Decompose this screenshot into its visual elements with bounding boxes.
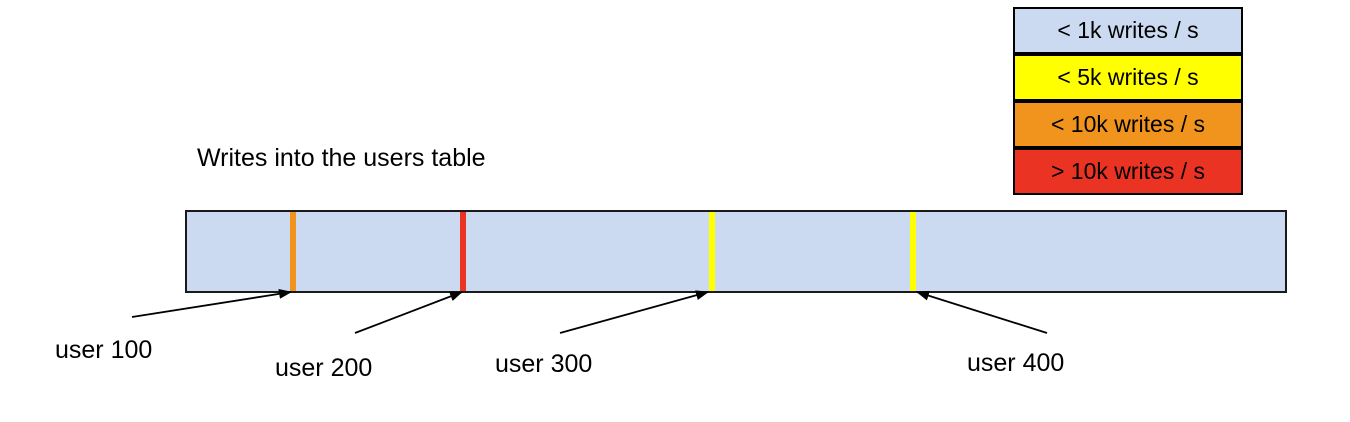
arrow-user-400 (916, 290, 1048, 334)
arrow-user-100 (131, 288, 292, 318)
diagram-title: Writes into the users table (197, 144, 486, 172)
legend-item-lt-5k: < 5k writes / s (1013, 54, 1243, 101)
legend-item-gt-10k: > 10k writes / s (1013, 148, 1243, 195)
label-user-200: user 200 (275, 354, 373, 382)
label-user-300: user 300 (495, 350, 593, 378)
label-user-400: user 400 (967, 349, 1065, 377)
legend-item-lt-10k: < 10k writes / s (1013, 101, 1243, 148)
write-hotspot-user-300 (709, 212, 715, 291)
write-hotspot-user-400 (910, 212, 916, 291)
write-hotspot-user-100 (290, 212, 296, 291)
legend: < 1k writes / s < 5k writes / s < 10k wr… (1013, 7, 1243, 195)
users-table-bar (185, 210, 1287, 293)
arrow-user-300 (559, 290, 709, 334)
label-user-100: user 100 (55, 336, 153, 364)
write-hotspot-user-200 (460, 212, 466, 291)
legend-item-lt-1k: < 1k writes / s (1013, 7, 1243, 54)
arrow-user-200 (354, 291, 463, 334)
